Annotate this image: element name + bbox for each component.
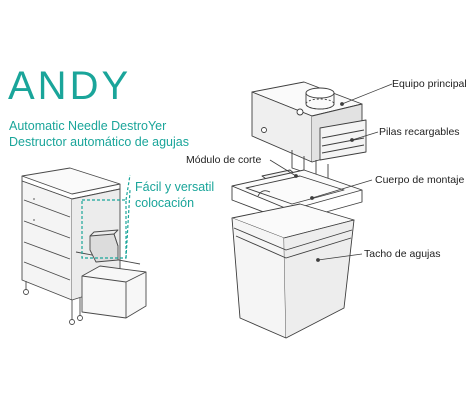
main-unit xyxy=(251,81,367,185)
product-title: ANDY xyxy=(8,64,132,108)
battery-tray xyxy=(319,119,367,161)
cart-wheels xyxy=(23,281,83,325)
cart-side-bin xyxy=(81,265,147,319)
label-equipo-principal: Equipo principal xyxy=(392,78,467,90)
label-modulo-de-corte: Módulo de corte xyxy=(186,154,262,166)
label-cuerpo-de-montaje: Cuerpo de montaje xyxy=(375,174,465,186)
leader-lines xyxy=(269,83,393,262)
label-tacho-de-agujas: Tacho de agujas xyxy=(364,248,441,260)
cart-drawers xyxy=(23,198,71,281)
callout-box xyxy=(81,199,127,259)
subtitle-english: Automatic Needle DestroYer xyxy=(9,119,167,133)
needle-container xyxy=(231,203,355,339)
callout-caption-line1: Fácil y versatil xyxy=(135,180,215,194)
subtitle-spanish: Destructor automático de agujas xyxy=(9,135,189,149)
callout-caption-line2: colocación xyxy=(135,196,195,210)
callout-leader xyxy=(125,174,131,201)
label-pilas-recargables: Pilas recargables xyxy=(379,126,460,138)
